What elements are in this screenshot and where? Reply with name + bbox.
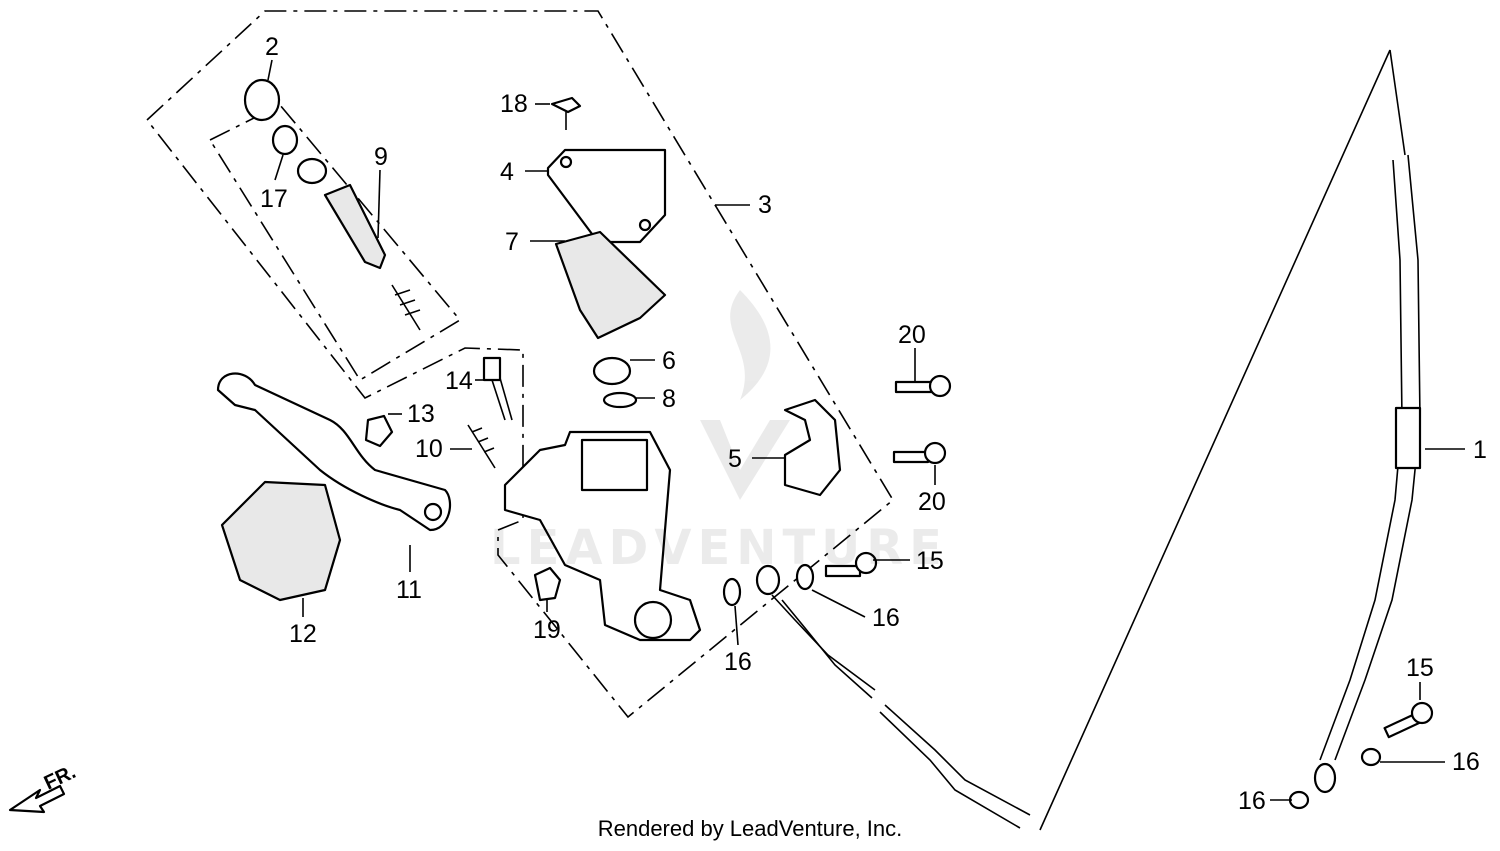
circlip-17 — [271, 124, 299, 156]
callout-14: 14 — [445, 367, 473, 395]
master-cylinder-body — [503, 430, 702, 642]
circlip — [602, 391, 638, 409]
callout-6: 6 — [662, 347, 676, 375]
callout-11: 11 — [396, 576, 422, 604]
holder-clamp — [783, 398, 842, 497]
callout-16-b: 16 — [872, 604, 900, 632]
spring-10 — [467, 424, 496, 469]
watermark-text: LEADVENTURE — [490, 520, 948, 576]
pivot-bolt-14 — [482, 356, 502, 382]
callout-13: 13 — [407, 400, 435, 428]
washer-16-b — [795, 563, 815, 591]
hose-sleeve — [1394, 406, 1422, 470]
callout-8: 8 — [662, 385, 676, 413]
washer-16-d — [1360, 747, 1382, 767]
washer-16-a — [722, 577, 742, 607]
callout-4: 4 — [500, 158, 514, 186]
callout-20-lower: 20 — [918, 488, 946, 516]
spring-9 — [391, 284, 421, 331]
piston-9 — [323, 183, 387, 270]
assembly-boundary-9 — [209, 104, 462, 382]
bolt-20-upper — [894, 380, 936, 394]
direction-label: FR. — [41, 761, 79, 795]
diaphragm — [554, 230, 667, 340]
brake-lever — [216, 372, 452, 532]
hose-callout-lines — [1039, 49, 1391, 831]
washer-9 — [296, 157, 328, 185]
callout-10: 10 — [415, 435, 443, 463]
banjo-fitting-lower — [1313, 762, 1337, 794]
callout-9: 9 — [374, 143, 388, 171]
callout-16-a: 16 — [724, 648, 752, 676]
callout-3: 3 — [758, 191, 772, 219]
screw-18 — [550, 96, 582, 114]
boot-2 — [243, 78, 281, 122]
callout-15-upper: 15 — [916, 547, 944, 575]
callout-12: 12 — [289, 620, 317, 648]
brake-hose-upper — [771, 594, 876, 691]
callout-19: 19 — [533, 616, 561, 644]
banjo-fitting — [755, 564, 781, 596]
footer-text: Rendered by LeadVenture, Inc. — [597, 816, 903, 841]
callout-1: 1 — [1473, 436, 1487, 464]
float-plate — [592, 356, 632, 386]
direction-arrow-icon: FR. — [8, 761, 79, 814]
callout-2: 2 — [265, 33, 279, 61]
callout-7: 7 — [505, 228, 519, 256]
lever-cover — [220, 480, 342, 602]
nut-19 — [533, 566, 562, 602]
nut-13 — [364, 414, 394, 448]
callout-16-d: 16 — [1452, 748, 1480, 776]
callout-5: 5 — [728, 445, 742, 473]
brake-hose-main — [1319, 159, 1403, 761]
callout-20-upper: 20 — [898, 321, 926, 349]
callout-15-lower: 15 — [1406, 654, 1434, 682]
bolt-20-lower — [892, 450, 930, 464]
callout-18: 18 — [500, 90, 528, 118]
callout-16-c: 16 — [1238, 787, 1266, 815]
footer-credit: Rendered by LeadVenture, Inc. — [0, 816, 1500, 842]
leadventure-flame-watermark — [700, 290, 790, 500]
washer-16-c — [1288, 790, 1310, 810]
callout-17: 17 — [260, 185, 288, 213]
reservoir-cap — [546, 148, 667, 244]
